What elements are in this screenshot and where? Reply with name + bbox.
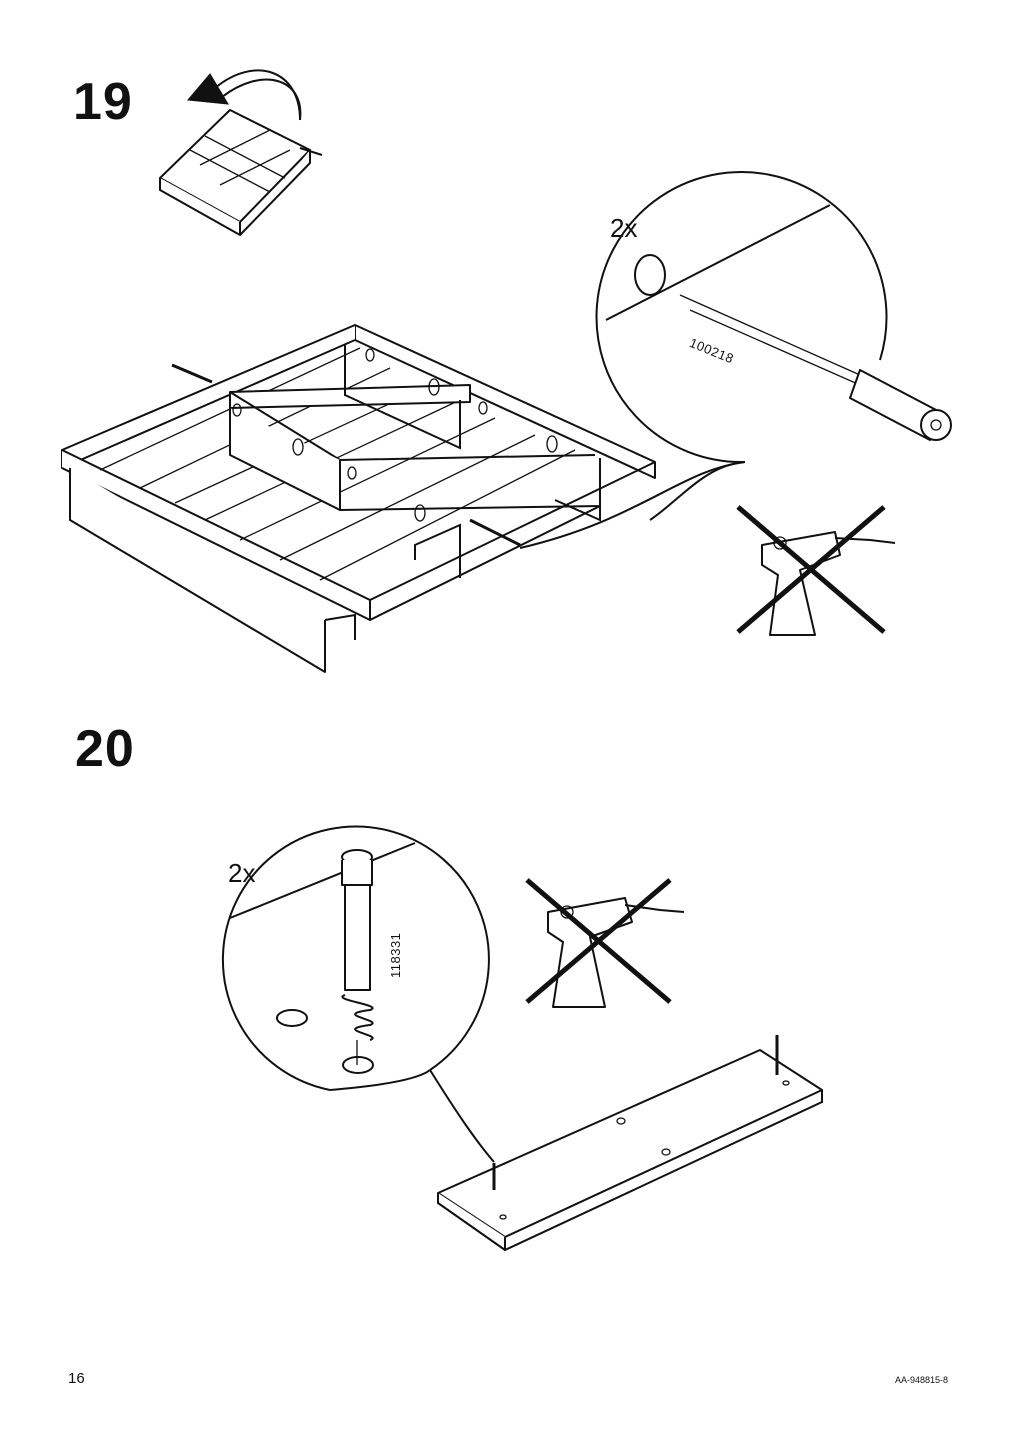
step-20-part-number: 118331	[388, 932, 403, 978]
rotate-arrow-icon	[187, 69, 302, 121]
step-20-number: 20	[75, 720, 135, 778]
step-19-part-number: 100218	[687, 335, 737, 367]
document-code: AA-948815-8	[894, 1375, 948, 1385]
bed-frame-thumbnail	[159, 109, 323, 236]
step-19-quantity: 2x	[610, 213, 638, 243]
step-19-number: 19	[73, 73, 133, 131]
step-20-quantity: 2x	[228, 858, 256, 888]
page-number: 16	[68, 1370, 85, 1387]
